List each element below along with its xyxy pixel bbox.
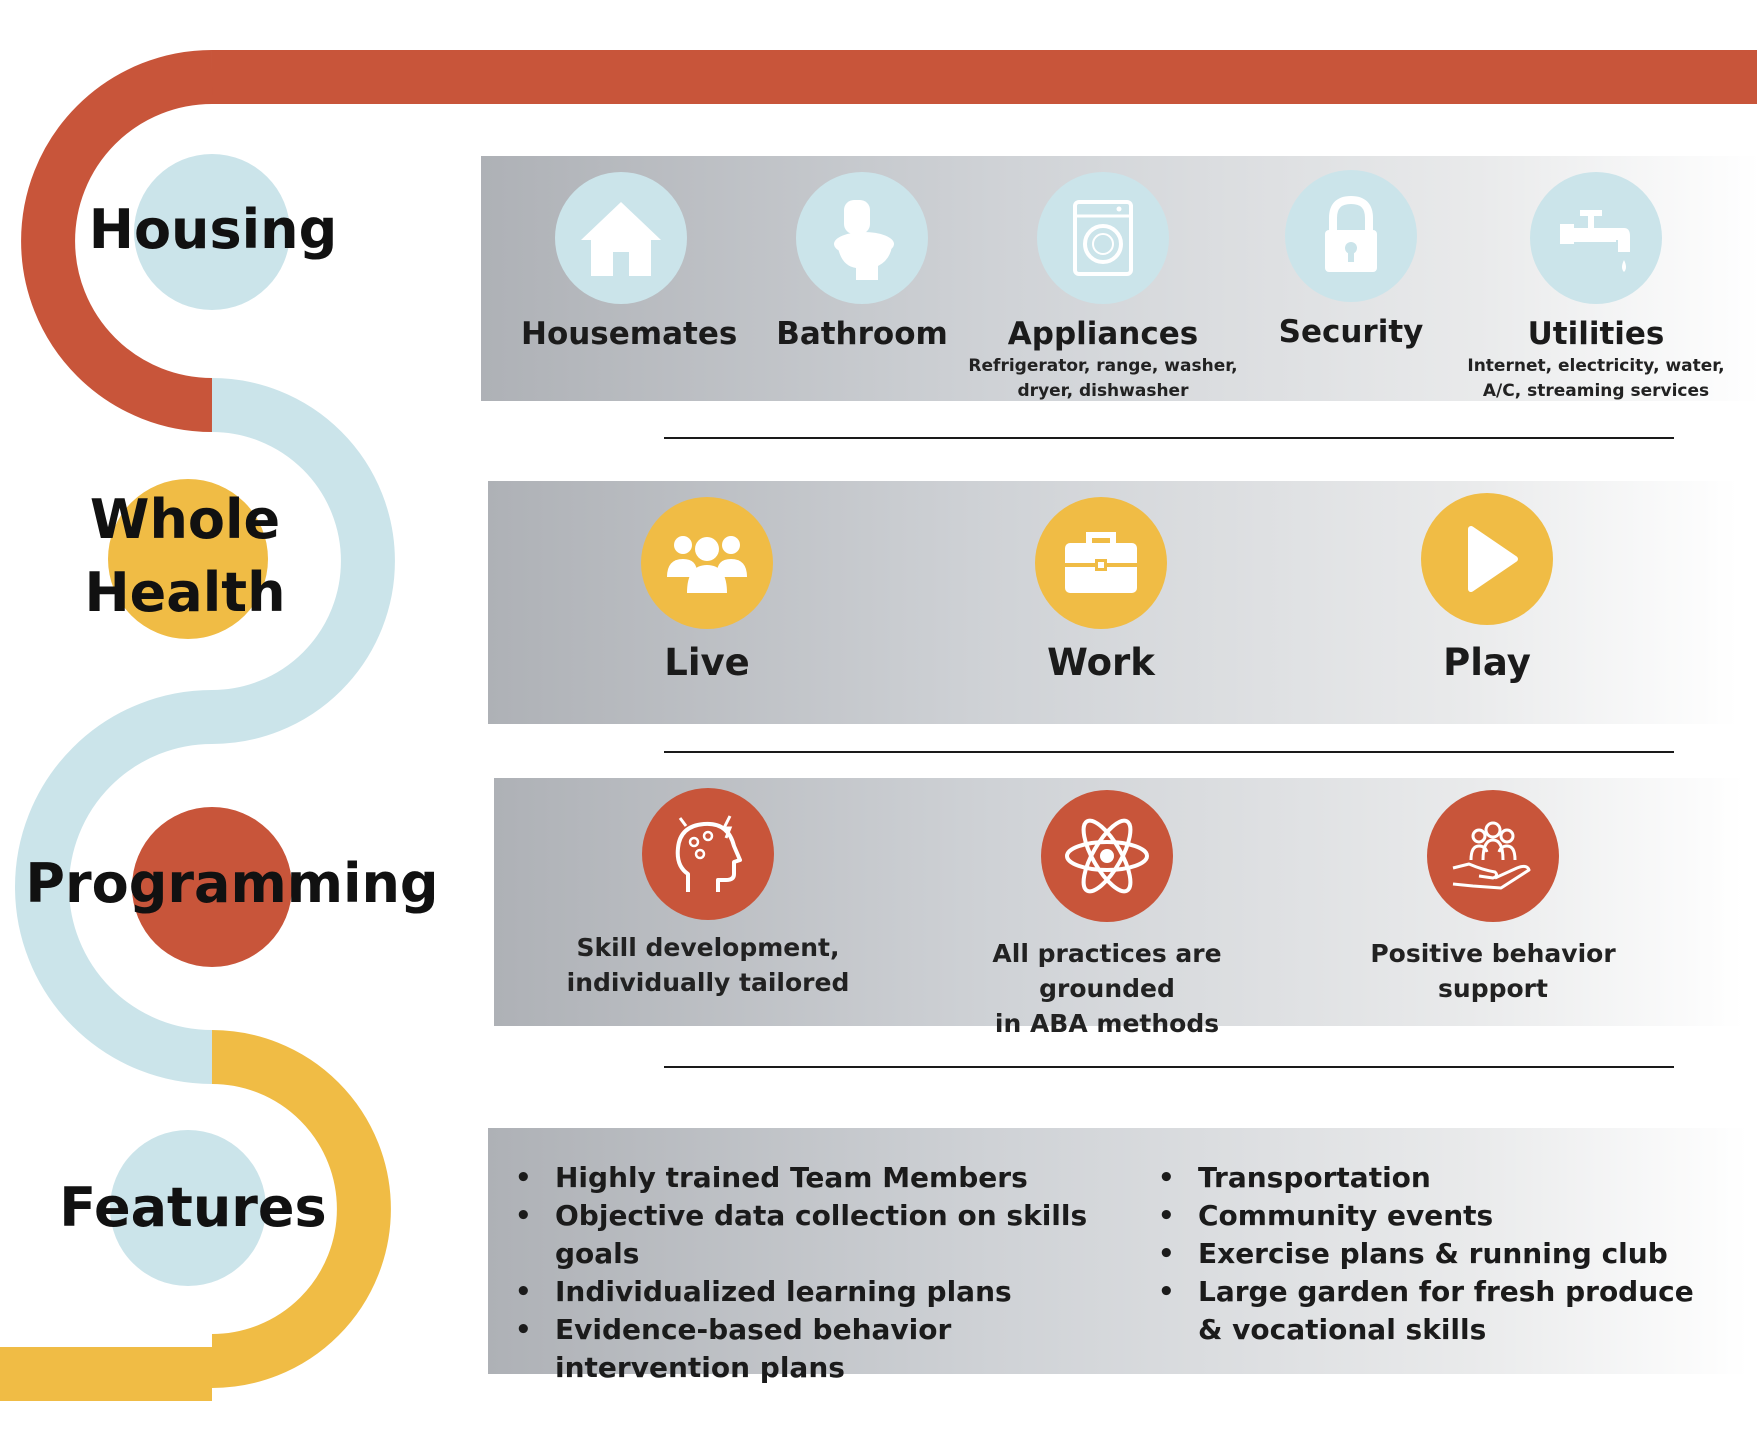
features-left-item-2: Objective data collection on skills goal… bbox=[515, 1197, 1125, 1273]
features-left-item-1: Highly trained Team Members bbox=[515, 1159, 1125, 1197]
atom-icon bbox=[1041, 790, 1173, 922]
features-right-item-2: Community events bbox=[1158, 1197, 1718, 1235]
appliances-desc-line-2: dryer, dishwasher bbox=[1017, 381, 1189, 401]
bathroom-label: Bathroom bbox=[776, 316, 948, 352]
whole-health-title-line-1: Whole bbox=[89, 488, 281, 551]
skill-line-2: individually tailored bbox=[566, 968, 850, 997]
features-right-item-1: Transportation bbox=[1158, 1159, 1718, 1197]
programming-item-behavior: Positive behavior support bbox=[1353, 790, 1633, 1006]
aba-line-2: in ABA methods bbox=[994, 1009, 1220, 1038]
divider-1 bbox=[664, 437, 1674, 439]
padlock-icon bbox=[1285, 170, 1417, 302]
whole-health-arc bbox=[211, 378, 395, 744]
programming-circle bbox=[132, 807, 292, 967]
housing-item-appliances: Appliances Refrigerator, range, washer, … bbox=[968, 172, 1238, 404]
aba-line-1: All practices are grounded bbox=[992, 939, 1222, 1003]
live-label: Live bbox=[664, 641, 750, 684]
features-title: Features bbox=[59, 1176, 327, 1239]
security-label: Security bbox=[1278, 314, 1424, 350]
housing-title: Housing bbox=[88, 198, 338, 261]
divider-3 bbox=[664, 1066, 1674, 1068]
house-icon bbox=[555, 172, 687, 304]
whole-health-item-work: Work bbox=[1001, 497, 1201, 684]
programming-item-skill: Skill development, individually tailored bbox=[558, 788, 858, 1000]
toilet-icon bbox=[796, 172, 928, 304]
appliances-desc-line-1: Refrigerator, range, washer, bbox=[968, 356, 1238, 376]
whole-health-item-play: Play bbox=[1387, 493, 1587, 684]
toolbox-icon bbox=[1035, 497, 1167, 629]
features-right-item-3: Exercise plans & running club bbox=[1158, 1235, 1718, 1273]
features-circle bbox=[110, 1130, 266, 1286]
housing-item-bathroom: Bathroom bbox=[762, 172, 962, 352]
features-right-list: Transportation Community events Exercise… bbox=[1158, 1159, 1718, 1349]
housing-circle bbox=[134, 154, 290, 310]
housing-item-housemates: Housemates bbox=[521, 172, 738, 352]
features-left-item-4: Evidence-based behavior intervention pla… bbox=[515, 1311, 1125, 1387]
features-left-item-3: Individualized learning plans bbox=[515, 1273, 1125, 1311]
programming-arc bbox=[15, 690, 213, 1084]
whole-health-circle bbox=[108, 479, 268, 639]
head-ideas-icon bbox=[642, 788, 774, 920]
play-icon bbox=[1421, 493, 1553, 625]
people-group-icon bbox=[641, 497, 773, 629]
hand-people-icon bbox=[1427, 790, 1559, 922]
utilities-desc-line-2: A/C, streaming services bbox=[1482, 381, 1710, 401]
whole-health-title-line-2: Health bbox=[84, 560, 286, 624]
bottom-band bbox=[0, 1347, 212, 1401]
whole-health-item-live: Live bbox=[607, 497, 807, 684]
housing-item-security: Security bbox=[1251, 170, 1451, 350]
programming-item-aba: All practices are grounded in ABA method… bbox=[922, 790, 1292, 1041]
housing-item-utilities: Utilities Internet, electricity, water, … bbox=[1461, 172, 1731, 404]
skill-line-1: Skill development, bbox=[576, 933, 840, 962]
features-arc bbox=[211, 1030, 391, 1388]
housing-arc bbox=[21, 50, 213, 432]
features-left-list: Highly trained Team Members Objective da… bbox=[515, 1159, 1125, 1387]
washing-machine-icon bbox=[1037, 172, 1169, 304]
utilities-label: Utilities bbox=[1527, 316, 1665, 352]
programming-title: Programming bbox=[25, 852, 439, 915]
behavior-line-1: Positive behavior bbox=[1370, 939, 1616, 968]
utilities-desc-line-1: Internet, electricity, water, bbox=[1467, 356, 1725, 376]
behavior-line-2: support bbox=[1438, 974, 1548, 1003]
features-right-item-4: Large garden for fresh produce & vocatio… bbox=[1158, 1273, 1718, 1349]
housemates-label: Housemates bbox=[521, 316, 738, 352]
whole-health-title: Whole Health bbox=[60, 484, 310, 630]
divider-2 bbox=[664, 751, 1674, 753]
play-label: Play bbox=[1443, 641, 1531, 684]
appliances-label: Appliances bbox=[1007, 316, 1199, 352]
faucet-icon bbox=[1530, 172, 1662, 304]
top-band bbox=[212, 50, 1757, 104]
work-label: Work bbox=[1047, 641, 1155, 684]
